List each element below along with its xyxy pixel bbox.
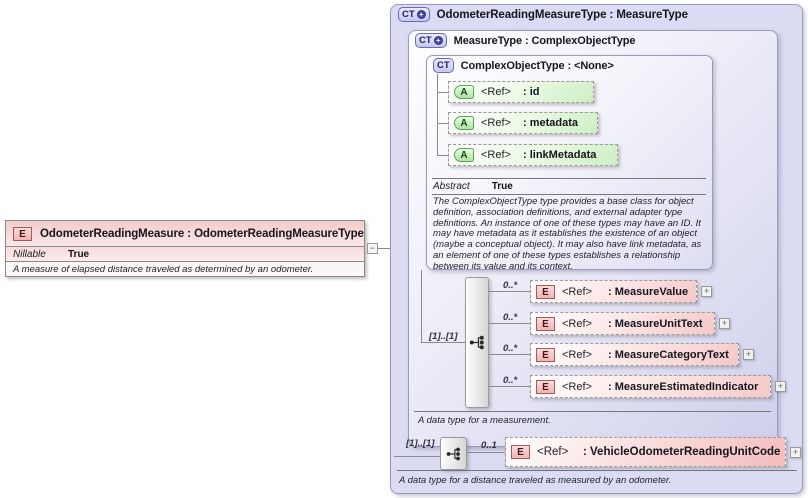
element-connector-line	[467, 452, 505, 453]
ref-name: : metadata	[523, 117, 579, 129]
attribute-icon: A	[454, 116, 474, 130]
ref-label: <Ref>	[481, 149, 511, 161]
outer-type-annotation: A data type for a distance traveled as m…	[399, 475, 672, 486]
expand-icon[interactable]: +	[743, 349, 754, 360]
sequence-indicator[interactable]	[440, 437, 467, 470]
measure-type-annotation: A data type for a measurement.	[418, 415, 551, 426]
property-divider	[432, 178, 706, 179]
attr-tree-line	[437, 74, 438, 155]
element-icon: E	[13, 226, 32, 241]
ref-label: <Ref>	[562, 285, 592, 298]
sequence-icon	[446, 447, 460, 460]
property-value: True	[491, 181, 513, 192]
ref-label: <Ref>	[562, 348, 592, 361]
measure-type-header: CT+ MeasureType : ComplexObjectType	[415, 33, 635, 48]
group-cardinality: [1]..[1]	[406, 438, 435, 449]
element-annotation: A measure of elapsed distance traveled a…	[6, 261, 364, 276]
element-ref-measure-estimated-indicator[interactable]: E <Ref> : MeasureEstimatedIndicator	[530, 375, 771, 398]
group-connector-line	[421, 342, 465, 343]
element-icon: E	[536, 284, 555, 299]
ref-label: <Ref>	[537, 446, 569, 458]
expand-icon[interactable]: +	[790, 447, 801, 458]
property-name: Nillable	[13, 248, 46, 260]
property-divider	[432, 194, 706, 195]
element-cardinality: 0..*	[503, 343, 518, 354]
outer-type-header: CT+ OdometerReadingMeasureType : Measure…	[398, 7, 688, 22]
attr-stub-line	[437, 92, 448, 93]
ref-name: : MeasureCategoryText	[608, 348, 729, 361]
complex-object-type-header: CT ComplexObjectType : <None>	[433, 58, 614, 73]
ref-label: <Ref>	[562, 380, 592, 393]
element-ref-vehicle-odometer-reading-unit-code[interactable]: E <Ref> : VehicleOdometerReadingUnitCode	[505, 437, 786, 467]
element-icon: E	[536, 316, 555, 331]
element-cardinality: 0..*	[503, 280, 518, 291]
element-box-odometer-reading-measure[interactable]: E OdometerReadingMeasure : OdometerReadi…	[5, 220, 365, 277]
sequence-indicator[interactable]	[465, 277, 489, 408]
group-cardinality: [1]..[1]	[429, 331, 458, 342]
ref-name: : linkMetadata	[523, 149, 597, 161]
ct-badge-text: CT	[419, 35, 432, 46]
element-connector-line	[489, 354, 530, 355]
element-header: E OdometerReadingMeasure : OdometerReadi…	[6, 221, 364, 246]
outer-type-title: OdometerReadingMeasureType : MeasureType	[436, 8, 688, 21]
attribute-icon: A	[454, 85, 474, 99]
plus-icon: +	[416, 10, 426, 19]
ref-name: : MeasureEstimatedIndicator	[608, 380, 759, 393]
property-name: Abstract	[433, 181, 470, 192]
ref-label: <Ref>	[481, 86, 511, 98]
element-ref-measure-category-text[interactable]: E <Ref> : MeasureCategoryText	[530, 343, 739, 366]
complex-type-icon: CT	[433, 58, 454, 73]
ct-badge-text: CT	[402, 9, 415, 20]
element-cardinality: 0..1	[481, 440, 497, 451]
group-connector-line	[421, 270, 422, 342]
element-connector-line	[489, 291, 530, 292]
element-icon: E	[536, 379, 555, 394]
ref-label: <Ref>	[562, 317, 592, 330]
element-ref-measure-value[interactable]: E <Ref> : MeasureValue	[530, 280, 697, 303]
measure-type-title: MeasureType : ComplexObjectType	[453, 34, 636, 47]
attr-stub-line	[437, 155, 448, 156]
expand-icon[interactable]: +	[719, 318, 730, 329]
complex-object-type-description: The ComplexObjectType type provides a ba…	[433, 196, 702, 272]
group-connector-line	[394, 456, 440, 457]
attribute-ref-id[interactable]: A <Ref> : id	[448, 81, 594, 103]
complex-type-icon: CT+	[398, 7, 430, 22]
complex-type-icon: CT+	[415, 33, 447, 48]
ref-label: <Ref>	[481, 117, 511, 129]
element-title: OdometerReadingMeasure : OdometerReading…	[40, 227, 364, 240]
collapse-icon[interactable]: −	[367, 243, 378, 254]
element-cardinality: 0..*	[503, 375, 518, 386]
ref-name: : MeasureUnitText	[608, 317, 703, 330]
attr-stub-line	[437, 123, 448, 124]
attribute-ref-link-metadata[interactable]: A <Ref> : linkMetadata	[448, 144, 618, 166]
complex-object-type-title: ComplexObjectType : <None>	[460, 59, 614, 72]
ct-badge-text: CT	[437, 60, 450, 71]
annotation-divider	[414, 411, 771, 412]
element-connector-line	[489, 323, 530, 324]
element-property-row: Nillable True	[6, 246, 364, 261]
expand-icon[interactable]: +	[775, 381, 786, 392]
element-cardinality: 0..*	[503, 312, 518, 323]
element-icon: E	[536, 347, 555, 362]
attribute-icon: A	[454, 148, 474, 162]
element-icon: E	[511, 445, 530, 459]
plus-icon: +	[433, 36, 443, 45]
attribute-ref-metadata[interactable]: A <Ref> : metadata	[448, 112, 598, 134]
property-value: True	[68, 248, 90, 260]
ref-name: : id	[523, 86, 540, 98]
sequence-icon	[469, 335, 484, 350]
ref-name: : VehicleOdometerReadingUnitCode	[583, 446, 781, 458]
element-connector-line	[489, 386, 530, 387]
element-ref-measure-unit-text[interactable]: E <Ref> : MeasureUnitText	[530, 312, 715, 335]
abstract-property-row: Abstract True	[433, 181, 513, 192]
annotation-divider	[397, 470, 797, 471]
ref-name: : MeasureValue	[608, 285, 689, 298]
expand-icon[interactable]: +	[701, 286, 712, 297]
